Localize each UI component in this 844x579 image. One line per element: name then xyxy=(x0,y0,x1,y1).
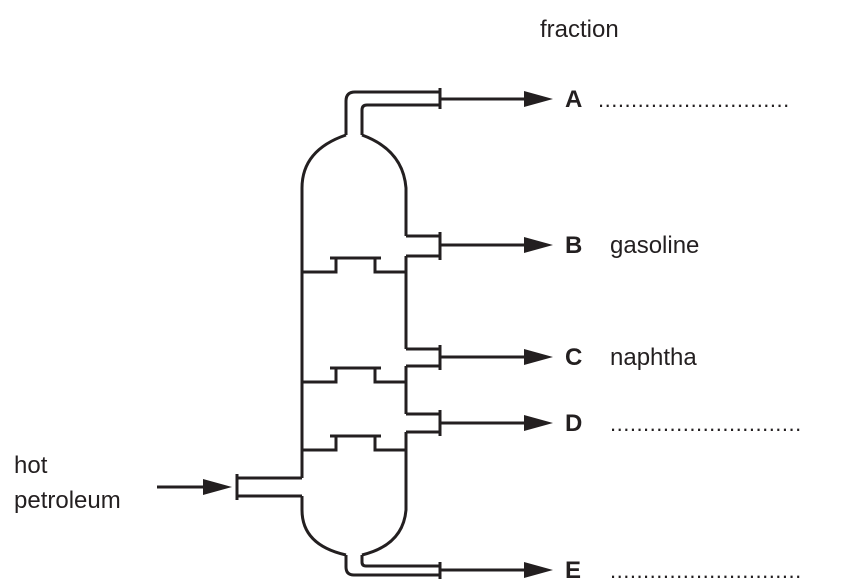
answer-blank-a[interactable]: ............................. xyxy=(598,87,790,112)
arrow-a xyxy=(440,91,553,107)
pipe-e xyxy=(344,555,440,577)
pipe-c xyxy=(406,347,440,368)
feed-label-line-1: hot xyxy=(14,452,48,479)
column-right-wall-top xyxy=(361,133,408,236)
tray-2 xyxy=(302,366,406,384)
arrow-c xyxy=(440,349,553,365)
fraction-letter-e: E xyxy=(565,557,581,579)
tray-3 xyxy=(302,434,406,452)
fraction-letter-b: B xyxy=(565,232,582,259)
arrow-e xyxy=(440,562,553,578)
answer-blank-e[interactable]: ............................. xyxy=(610,558,802,579)
answer-blank-d[interactable]: ............................. xyxy=(610,411,802,436)
feed-pipe xyxy=(237,476,302,498)
pipe-b xyxy=(406,234,440,258)
column-left-wall xyxy=(300,133,347,557)
feed-label-line-2: petroleum xyxy=(14,487,121,514)
feed-arrow xyxy=(157,479,232,495)
pipe-d xyxy=(406,412,440,434)
fraction-letter-d: D xyxy=(565,410,582,437)
fraction-letter-c: C xyxy=(565,344,582,371)
pipe-a xyxy=(344,90,440,135)
arrow-b xyxy=(440,237,553,253)
tray-1 xyxy=(302,256,406,274)
arrow-d xyxy=(440,415,553,431)
fraction-name-b: gasoline xyxy=(610,232,699,259)
fraction-letter-a: A xyxy=(565,86,582,113)
fraction-name-c: naphtha xyxy=(610,344,697,371)
column-right-wall-lower xyxy=(361,432,408,557)
fraction-header: fraction xyxy=(540,16,619,43)
distillation-column xyxy=(300,133,408,557)
